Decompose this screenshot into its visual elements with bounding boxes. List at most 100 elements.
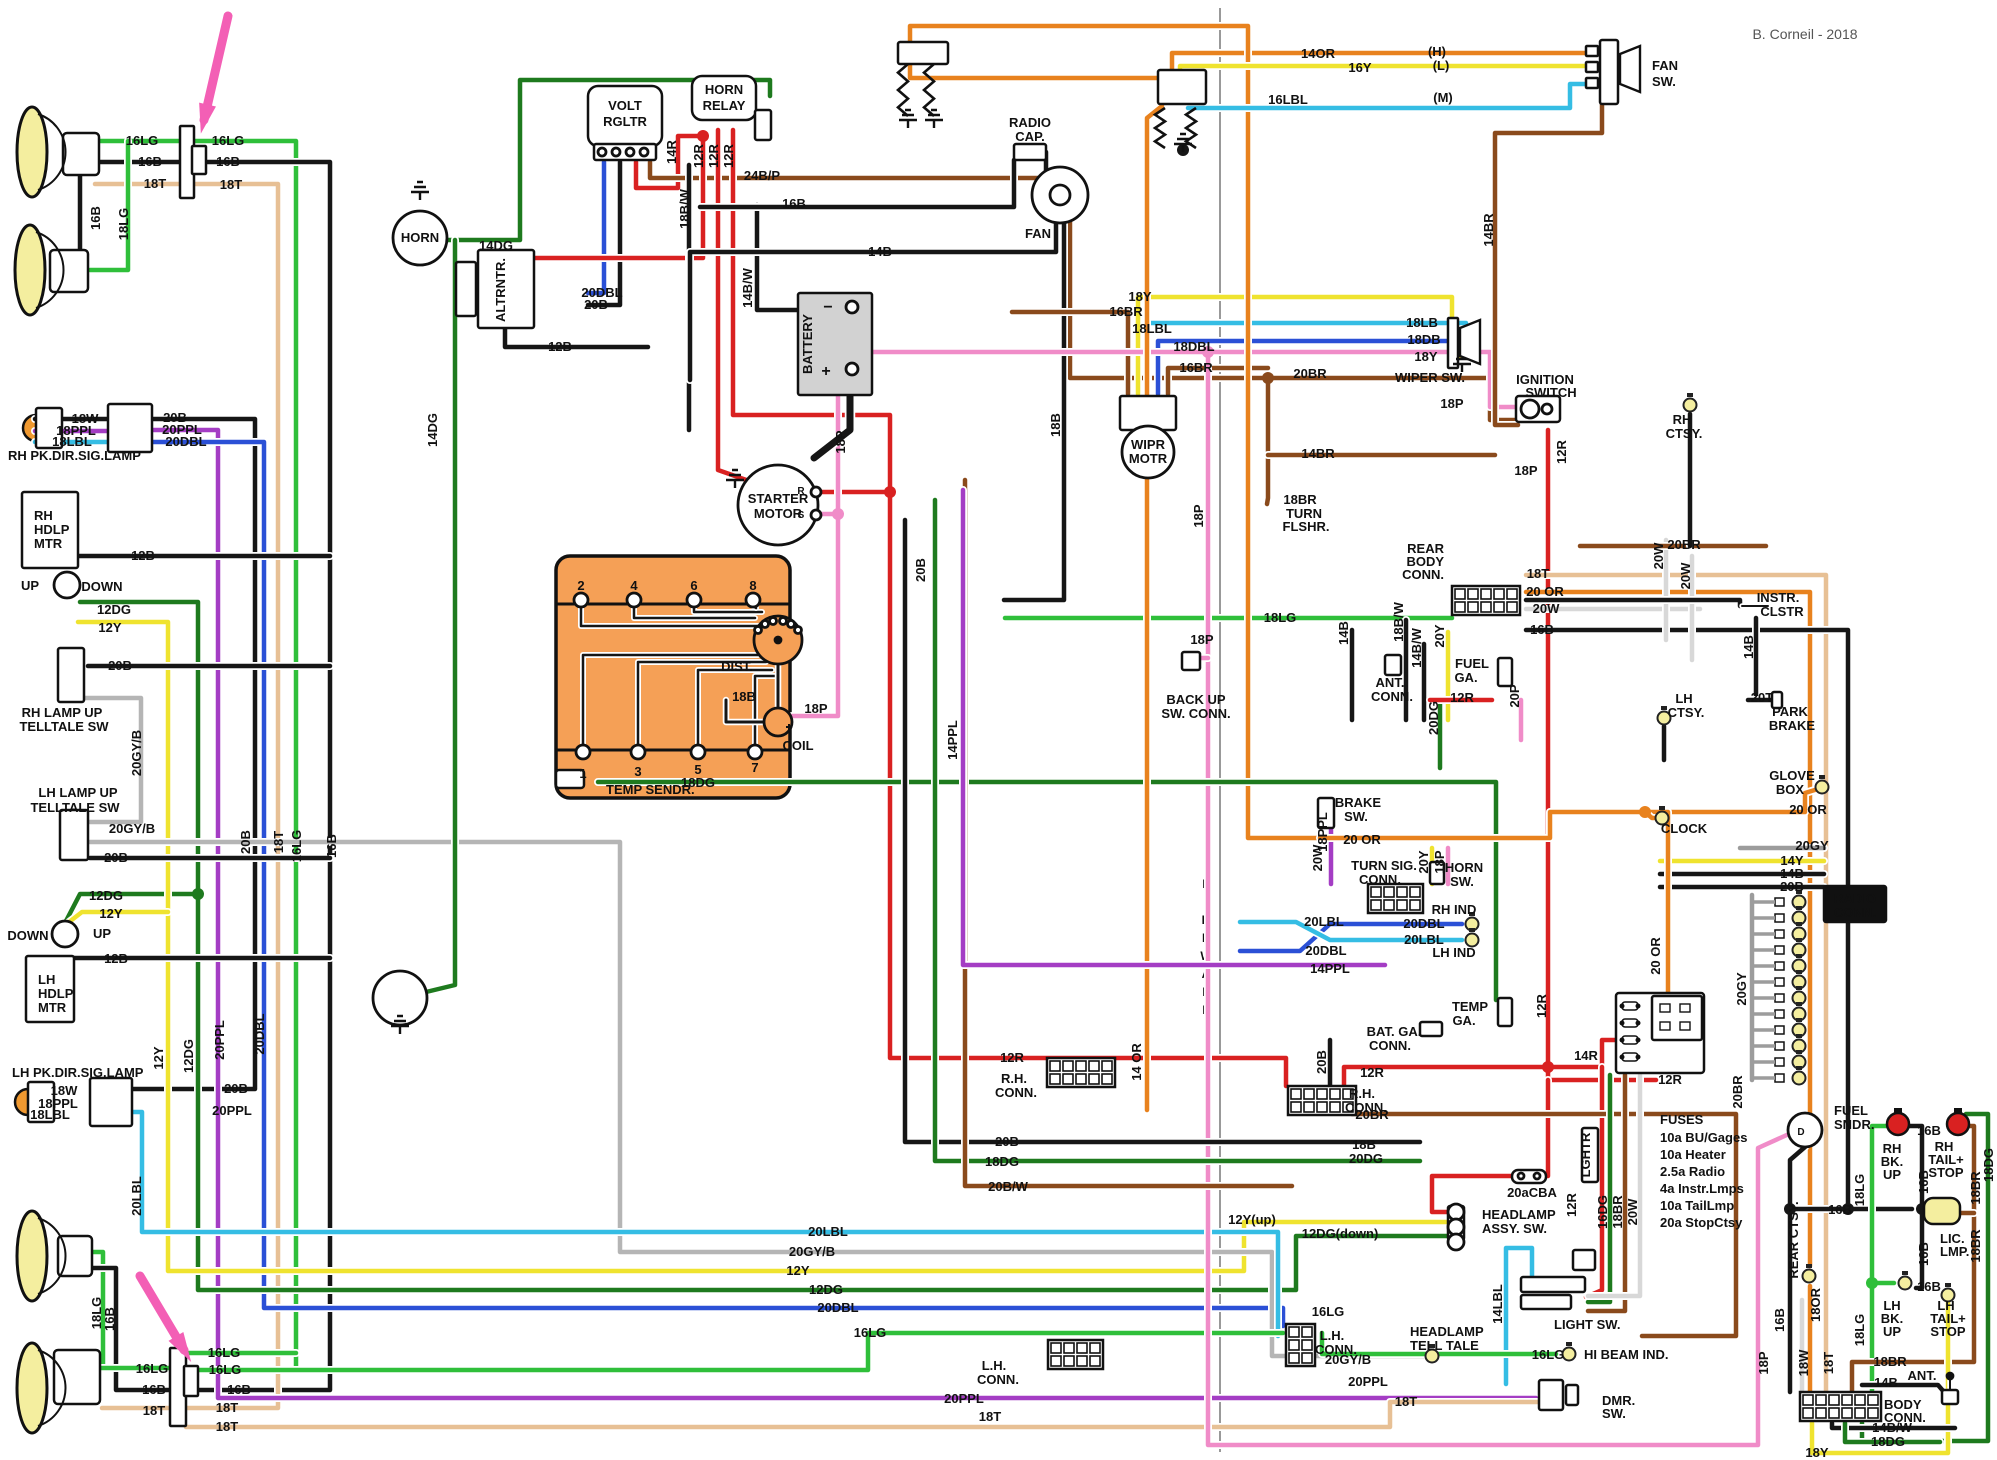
wire-b — [1829, 1420, 1958, 1431]
wire-dg — [1585, 1072, 1613, 1305]
label-headlamp: HEADLAMP — [1482, 1207, 1556, 1222]
rh-conn-front-grid-pin — [1101, 1060, 1113, 1072]
wiper-switch-bar — [1446, 316, 1460, 370]
wire-dg — [63, 891, 201, 924]
bulb-base — [1661, 706, 1667, 710]
label-16b: 16B — [1917, 1123, 1941, 1138]
label-18dg: 18DG — [681, 775, 715, 790]
turn-sig-conn-grid-pin — [1383, 899, 1395, 911]
label-rh: RH — [34, 508, 53, 523]
label-sw-: SW. — [1602, 1406, 1626, 1421]
label-12r: 12R — [1554, 439, 1569, 463]
rh-park-conn — [106, 402, 154, 454]
label-up: UP — [1883, 1167, 1901, 1182]
rh-conn-dash-grid-pin — [1303, 1088, 1315, 1100]
label-18b: 18B — [1352, 1137, 1376, 1152]
annotation-arrow-shaft — [199, 11, 233, 125]
turn-sig-conn-grid-pin — [1396, 886, 1408, 898]
label-14r: 14R — [1574, 1048, 1598, 1063]
label-12y: 12Y — [151, 1046, 166, 1069]
label-16b: 16B — [1772, 1308, 1787, 1332]
junction-dot — [1262, 372, 1274, 384]
label-down: DOWN — [81, 579, 122, 594]
label-brake: BRAKE — [1335, 795, 1382, 810]
cluster-bulb-conn — [1774, 929, 1785, 939]
radio-capacitor — [1012, 142, 1048, 162]
fuse-end — [1619, 1003, 1625, 1009]
label-18lg: 18LG — [1852, 1314, 1867, 1347]
label-20b: 20B — [104, 850, 128, 865]
horn-relay — [690, 74, 758, 122]
label-16b: 16B — [216, 154, 240, 169]
resistor-zigzag — [1183, 106, 1199, 150]
label-bat-ga-: BAT. GA. — [1367, 1024, 1422, 1039]
label-tell-tale: TELL TALE — [1410, 1338, 1479, 1353]
label-12dg: 12DG — [89, 888, 123, 903]
label-20gy-b: 20GY/B — [109, 821, 155, 836]
fuse-end — [1619, 1054, 1625, 1060]
label-ignition: IGNITION — [1516, 372, 1574, 387]
label-20lbl: 20LBL — [129, 1176, 144, 1216]
label-lghtr: LGHTR — [1578, 1132, 1593, 1177]
wire-casing — [906, 22, 1322, 842]
label-20lbl: 20LBL — [808, 1224, 848, 1239]
cluster-bulb-conn — [1774, 1057, 1785, 1067]
fuse-panel-inner — [1650, 994, 1704, 1042]
body-conn-grid-pin — [1802, 1407, 1814, 1419]
label-12y: 12Y — [99, 906, 122, 921]
body-conn-grid-pin — [1854, 1407, 1866, 1419]
sealed-beam-headlamp — [15, 105, 49, 199]
wire-casing — [1176, 62, 1592, 99]
wiper-motor — [1120, 424, 1176, 480]
label-14b-w: 14B/W — [1872, 1420, 1912, 1435]
label-20w: 20W — [1678, 562, 1693, 589]
label-16br: 16BR — [1179, 360, 1213, 375]
label-20gy-b: 20GY/B — [1325, 1352, 1371, 1367]
wire-br — [1009, 309, 1131, 397]
label-lh: LH — [1675, 691, 1692, 706]
label-16b: 16B — [1828, 1202, 1852, 1217]
label-up: UP — [1883, 1324, 1901, 1339]
label-20w: 20W — [1625, 1198, 1640, 1225]
label-12b: 12B — [104, 951, 128, 966]
bulb-base — [1796, 1050, 1802, 1054]
label-back-up: BACK UP — [1166, 692, 1226, 707]
backup-switch-conn — [1180, 650, 1202, 672]
label-telltale-sw: TELLTALE SW — [19, 719, 109, 734]
label-conn-: CONN. — [977, 1372, 1019, 1387]
wire-b — [129, 416, 258, 1092]
rear-body-conn-grid-pin — [1493, 588, 1505, 600]
label-16b: 16B — [324, 834, 339, 858]
lh-conn-front-grid-pin — [1089, 1355, 1101, 1367]
plug-3 — [629, 743, 647, 761]
label-18w: 18W — [1796, 1349, 1811, 1376]
label-16b: 16B — [102, 1307, 117, 1331]
label-12b: 12B — [548, 339, 572, 354]
label-14b: 14B — [1336, 621, 1351, 645]
rh-conn-dash-grid-pin — [1329, 1088, 1341, 1100]
label-brake: BRAKE — [1769, 718, 1816, 733]
label-8: 8 — [749, 578, 756, 593]
rear-body-conn-grid-pin — [1467, 588, 1479, 600]
label-12r: 12R — [721, 143, 736, 167]
turn-sig-conn-grid-pin — [1396, 899, 1408, 911]
label-18b-w: 18B/W — [677, 188, 692, 228]
label-4a-instr-lmps: 4a Instr.Lmps — [1660, 1181, 1744, 1196]
dist-term-6 — [793, 625, 803, 635]
wire-b — [632, 604, 757, 620]
label-12b: 12B — [131, 548, 155, 563]
label-dist-: DIST. — [721, 659, 753, 674]
label-assy-sw-: ASSY. SW. — [1482, 1221, 1547, 1236]
lic-lamp — [1922, 1196, 1962, 1226]
label-up: UP — [21, 578, 39, 593]
starter-s — [809, 508, 823, 522]
fuel-gauge-icon — [1496, 656, 1514, 688]
wire-br — [1265, 375, 1521, 423]
indicator-bulb — [1897, 1275, 1913, 1291]
label-18b: 18B — [732, 689, 756, 704]
wire-br — [1585, 1072, 1628, 1314]
label-18lg: 18LG — [1264, 610, 1297, 625]
wire-casing — [959, 486, 1389, 969]
starter — [736, 463, 820, 547]
wire-or — [1317, 809, 1648, 841]
